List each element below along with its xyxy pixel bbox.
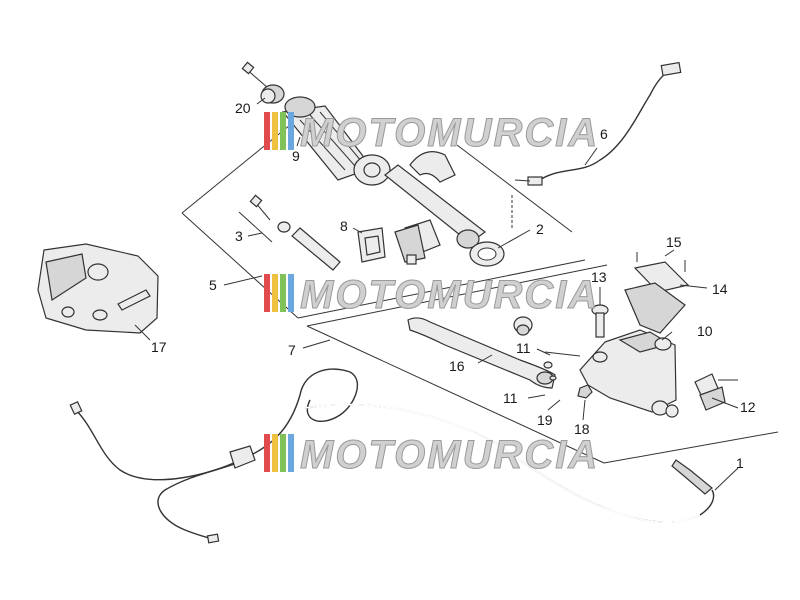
watermark-middle: MOTOMURCIA (264, 273, 599, 318)
callout-12: 12 (740, 399, 756, 415)
part-11-18-19-pivot-hardware (513, 316, 593, 399)
master-cylinder (579, 329, 679, 418)
part-6-switch-cable (511, 61, 682, 228)
callout-19: 19 (537, 412, 553, 428)
leader-lines (134, 97, 739, 491)
callout-11-upper: 11 (516, 340, 531, 356)
watermark-text: MOTOMURCIA (300, 433, 599, 477)
callout-14: 14 (712, 281, 728, 297)
part-8-cable-clip (357, 227, 386, 263)
group-frames (181, 124, 779, 464)
callouts: 20 9 3 5 6 7 8 2 10 11 11 12 13 14 15 16… (151, 100, 756, 471)
callout-13: 13 (591, 269, 607, 285)
callout-5: 5 (209, 277, 217, 293)
part-9-throttle-grip (281, 96, 391, 186)
callout-7: 7 (288, 342, 296, 358)
watermark-text: MOTOMURCIA (300, 111, 599, 155)
callout-3: 3 (235, 228, 243, 244)
watermark-text: MOTOMURCIA (300, 273, 599, 317)
callout-11-lower: 11 (503, 390, 518, 406)
callout-18: 18 (574, 421, 590, 437)
watermark-bottom: MOTOMURCIA (264, 433, 599, 478)
callout-1: 1 (736, 455, 744, 471)
callout-10: 10 (697, 323, 713, 339)
part-16-brake-lever (407, 317, 556, 389)
part-12-clamp (694, 373, 738, 411)
callout-2: 2 (536, 221, 544, 237)
throttle-sleeve (384, 151, 486, 265)
callout-20: 20 (235, 100, 251, 116)
part-14-15-reservoir-cap (624, 252, 690, 334)
callout-16: 16 (449, 358, 465, 374)
callout-6: 6 (600, 126, 608, 142)
part-2-o-ring (469, 241, 505, 267)
watermark-top: MOTOMURCIA (264, 111, 599, 156)
watermark-stripe (264, 112, 270, 150)
callout-8: 8 (340, 218, 348, 234)
callout-9: 9 (292, 148, 300, 164)
part-20-bar-end-weight (241, 61, 285, 104)
callout-15: 15 (666, 234, 682, 250)
callout-17: 17 (151, 339, 167, 355)
part-17-switch-housing (37, 243, 159, 334)
part-1-throttle-cable (69, 368, 715, 544)
part-3-bolt-washer-spacer (238, 194, 341, 271)
